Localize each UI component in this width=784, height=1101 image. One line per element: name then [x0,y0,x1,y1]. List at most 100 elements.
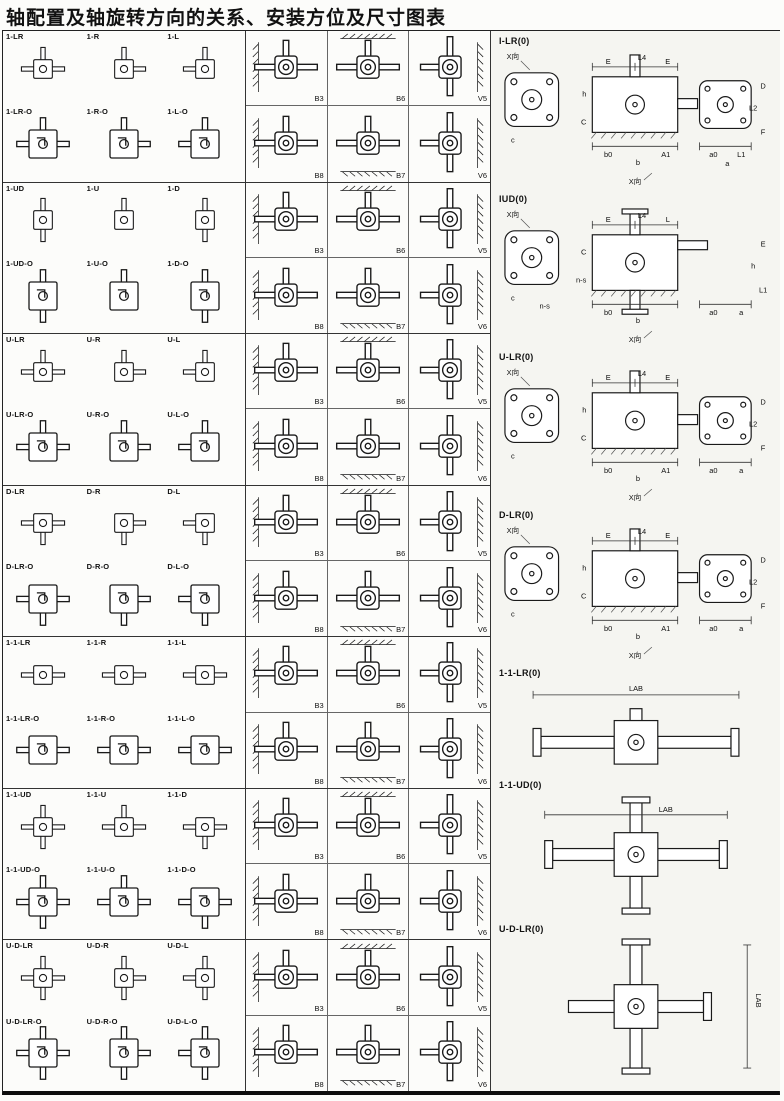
mounting-orientation-icon [249,564,323,634]
mounting-orientation-icon [249,1018,323,1088]
config-cell: 1-LR-O [3,106,84,181]
config-code-label: D-LR [6,486,25,496]
config-code-label: U-LR-O [6,410,34,420]
mounting-orientation-icon [249,33,323,103]
mount-code-label: B8 [314,170,324,180]
svg-text:A1: A1 [661,150,670,159]
mount-code-label: B7 [396,625,406,635]
svg-text:c: c [511,609,515,618]
mount-code-label: V5 [477,94,488,104]
mount-cell: B3 [246,182,328,258]
svg-text:L4: L4 [638,53,646,62]
gearbox-icon [20,349,66,395]
mount-cell: B6 [327,637,410,713]
mount-code-label: B6 [396,852,406,862]
dimension-diagram-title: 1-1-UD(0) [499,780,542,790]
gearbox-icon [182,804,228,850]
svg-text:A1: A1 [661,624,670,633]
mount-cell: B6 [327,940,410,1016]
gearbox-icon [101,349,147,395]
config-code-label: 1-1-R-O [86,713,116,723]
mount-code-label: V6 [477,170,488,180]
mounting-orientation-icon [413,943,487,1013]
svg-text:X向: X向 [507,51,519,61]
dimension-diagram-title: U-D-LR(0) [499,924,544,934]
mount-code-label: B8 [314,928,324,938]
mount-cell: B3 [246,788,328,865]
config-cell: U-D-R-O [84,1016,165,1091]
mounting-orientation-icon [413,336,487,406]
svg-text:E: E [665,531,670,540]
svg-text:X向: X向 [507,525,519,535]
config-code-label: 1-D [167,183,181,193]
svg-text:b0: b0 [604,624,612,633]
config-cell: D-L [164,486,245,561]
mount-code-label: B7 [396,322,406,332]
config-code-label: 1-L-O [167,107,188,117]
mount-code-label: B8 [314,776,324,786]
config-cell: U-R [84,334,165,409]
gearbox-icon [96,1025,152,1081]
config-code-label: U-L-O [167,410,190,420]
config-cell: U-D-L [164,940,245,1015]
svg-text:L1: L1 [759,285,767,294]
config-cell: 1-L-O [164,106,245,181]
config-cell: U-D-L-O [164,1016,245,1091]
mount-cell: V5 [409,789,491,865]
mount-code-label: V6 [477,928,488,938]
mounting-orientation-icon [331,639,405,709]
mounting-orientation-icon [249,639,323,709]
mount-code-label: B8 [314,625,324,635]
mount-cell: B3 [246,31,328,107]
svg-text:LAB: LAB [629,684,643,693]
config-cell: D-R [84,486,165,561]
mount-code-label: B3 [314,245,324,255]
config-cell: 1-1-R-O [84,713,165,788]
svg-text:h: h [751,262,755,271]
gearbox-icon [182,197,228,243]
config-code-label: D-LR-O [6,562,34,572]
mount-cell: V6 [409,864,490,939]
gearbox-icon [20,46,66,92]
mount-cell: B6 [327,334,410,410]
config-cell: 1-1-LR [3,637,84,712]
svg-text:X向: X向 [629,492,641,502]
mounting-orientation-icon [331,1018,405,1088]
svg-text:E: E [606,373,611,382]
dimension-diagram: U-D-LR(0)LAB [497,924,778,1080]
mount-cell: B7 [328,1015,410,1092]
mounting-orientation-icon [331,943,405,1013]
svg-text:C: C [581,248,587,257]
config-code-label: 1-1-U-O [86,865,116,875]
config-cell: 1-1-L [164,637,245,712]
svg-text:A1: A1 [661,466,670,475]
mount-cell: V5 [409,31,491,107]
config-code-label: U-D-LR [6,941,34,951]
config-cell: U-D-LR [3,940,84,1015]
svg-text:a0: a0 [709,150,717,159]
svg-text:a0: a0 [709,466,717,475]
gearbox-icon [20,652,66,698]
mounting-orientation-icon [249,109,323,179]
dimension-diagram-title: U-LR(0) [499,352,534,362]
svg-text:L2: L2 [749,104,757,113]
mount-cell: B7 [328,561,410,637]
mount-cell: V5 [409,637,491,713]
config-code-label: 1-1-R [86,638,107,648]
mounting-orientation-icon [249,791,323,861]
svg-text:L2: L2 [749,578,757,587]
